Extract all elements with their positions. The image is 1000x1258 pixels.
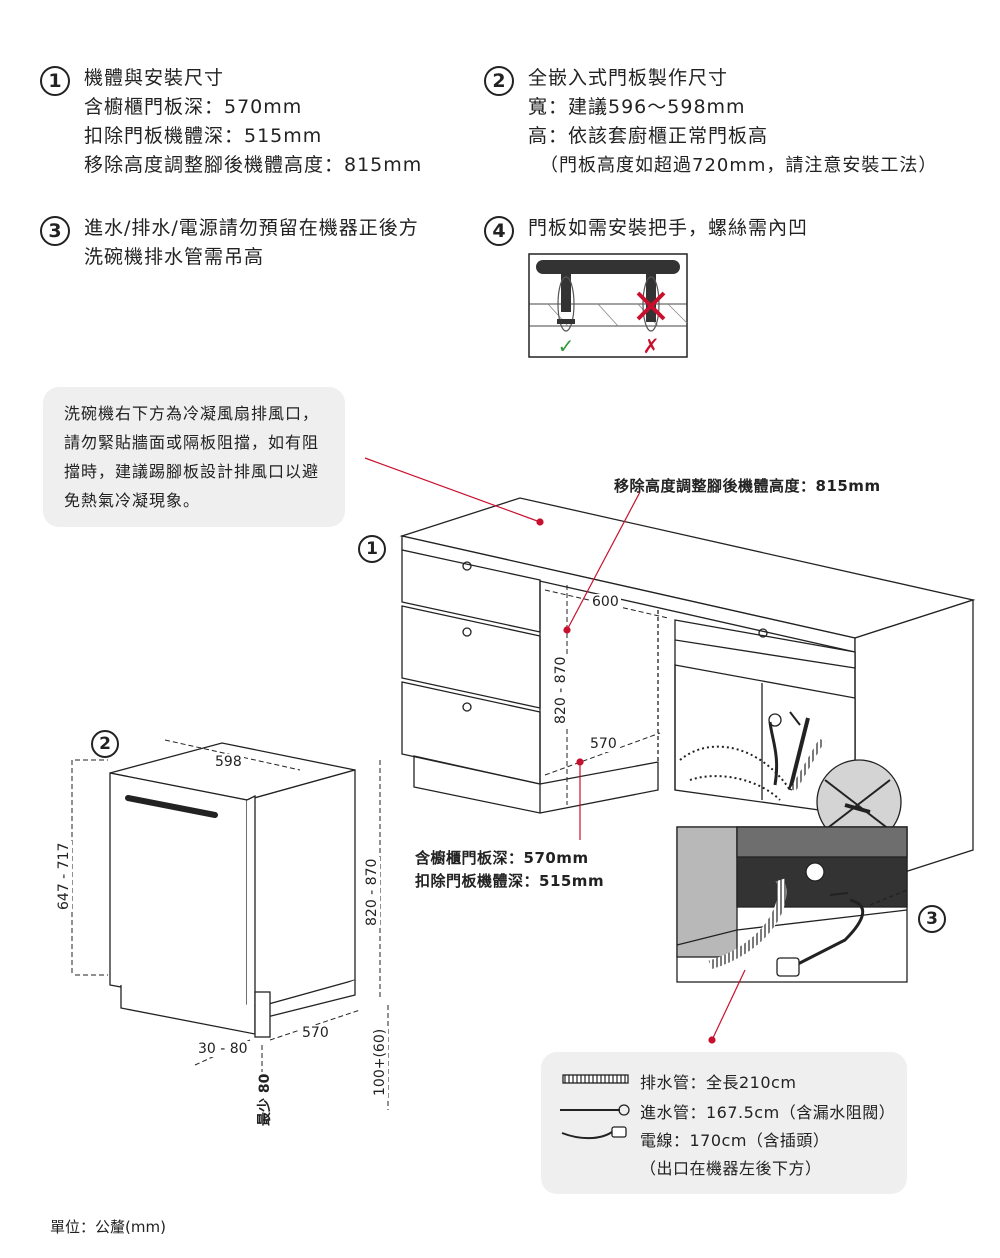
dishwasher xyxy=(109,742,356,1038)
bad-mark: ✗ xyxy=(643,334,660,358)
note-line: 洗碗機右下方為冷凝風扇排風口， xyxy=(64,404,320,423)
unit-note: 單位：公釐(mm) xyxy=(50,1218,166,1236)
legend-outlet-text: （出口在機器左後下方） xyxy=(640,1159,822,1178)
section-3-line: 洗碗機排水管需吊高 xyxy=(84,246,265,268)
note-line: 擋時，建議踢腳板設計排風口以避 xyxy=(64,462,320,481)
note-line: 請勿緊貼牆面或隔板阻擋，如有阻 xyxy=(64,433,320,452)
section-1-line: 含櫥櫃門板深：570mm xyxy=(84,96,303,118)
plinth-dim: 100+(60) xyxy=(372,1026,388,1098)
section-2-line: 寬：建議596～598mm xyxy=(528,96,746,118)
diagram-label-3: 3 xyxy=(918,905,946,933)
legend-drain-text: 排水管：全長210cm xyxy=(640,1073,797,1092)
diagram-label-2: 2 xyxy=(91,730,119,758)
section-4-number: 4 xyxy=(484,216,514,246)
machine-width-dim: 598 xyxy=(213,754,244,770)
cabinet-width-dim: 600 xyxy=(590,594,621,610)
legend-inlet-text: 進水管：167.5cm（含漏水阻閥） xyxy=(640,1103,896,1122)
toe-height-dim: 30 - 80 xyxy=(196,1041,250,1057)
section-1-line: 機體與安裝尺寸 xyxy=(84,67,225,89)
section-3-text: 進水/排水/電源請勿預留在機器正後方 洗碗機排水管需吊高 xyxy=(84,214,419,272)
drain-hose-icon xyxy=(562,1074,629,1084)
machine-height-dim: 820 - 870 xyxy=(364,856,380,928)
section-4-text: 門板如需安裝把手，螺絲需內凹 xyxy=(528,214,808,243)
legend-icons xyxy=(560,1074,630,1140)
hose-detail xyxy=(676,826,908,983)
min-clearance-dim: 最少 80 xyxy=(254,1071,274,1128)
ventilation-note-text: 洗碗機右下方為冷凝風扇排風口， 請勿緊貼牆面或隔板阻擋，如有阻 擋時，建議踢腳板… xyxy=(64,399,319,515)
leader-lines xyxy=(364,457,746,1044)
door-height-dim: 647 - 717 xyxy=(56,840,72,912)
section-2-text: 全嵌入式門板製作尺寸 寬：建議596～598mm 高：依該套廚櫃正常門板高 （門… xyxy=(528,64,937,180)
ok-mark: ✓ xyxy=(558,334,575,358)
cabinet-depth-dim: 570 xyxy=(588,736,619,752)
section-2-line: （門板高度如超過720mm，請注意安裝工法） xyxy=(540,155,938,176)
section-4-line: 門板如需安裝把手，螺絲需內凹 xyxy=(528,217,809,239)
note-line: 免熱氣冷凝現象。 xyxy=(64,491,201,510)
section-1-line: 移除高度調整腳後機體高度：815mm xyxy=(84,154,423,176)
section-3-number: 3 xyxy=(40,216,70,246)
cabinet-height-dim: 820 - 870 xyxy=(553,654,569,726)
section-2-number: 2 xyxy=(484,66,514,96)
depth-callout-body: 扣除門板機體深：515mm xyxy=(415,872,605,890)
section-1-line: 扣除門板機體深：515mm xyxy=(84,125,323,147)
section-1-text: 機體與安裝尺寸 含櫥櫃門板深：570mm 扣除門板機體深：515mm 移除高度調… xyxy=(84,64,422,180)
handle-screw-diagram: ✓ ✗ xyxy=(528,253,688,358)
section-2-line: 全嵌入式門板製作尺寸 xyxy=(528,67,729,89)
section-1-number: 1 xyxy=(40,66,70,96)
section-3-line: 進水/排水/電源請勿預留在機器正後方 xyxy=(84,217,419,239)
depth-callout-door: 含櫥櫃門板深：570mm xyxy=(415,849,589,867)
machine-depth-dim: 570 xyxy=(300,1025,331,1041)
height-callout: 移除高度調整腳後機體高度：815mm xyxy=(614,477,881,495)
kitchen-cabinet xyxy=(399,497,976,889)
section-2-line: 高：依該套廚櫃正常門板高 xyxy=(528,125,769,147)
legend-cord-text: 電線：170cm（含插頭） xyxy=(640,1131,830,1150)
ventilation-note xyxy=(43,387,345,527)
diagram-label-1: 1 xyxy=(358,535,386,563)
